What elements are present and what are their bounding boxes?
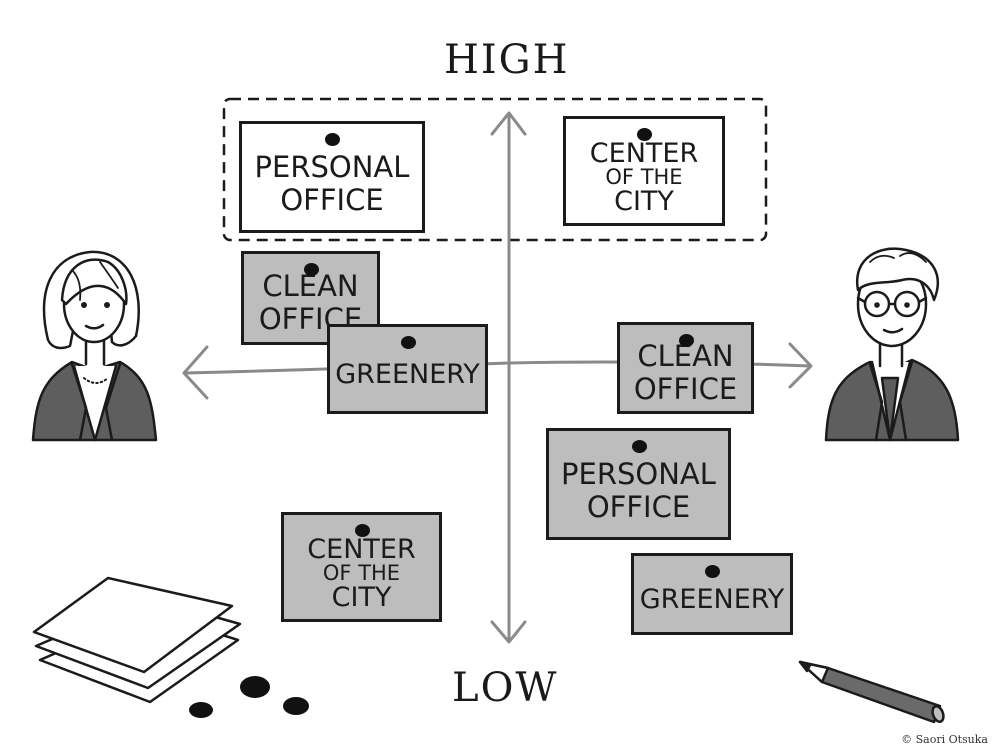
note-line: CENTER — [307, 533, 416, 565]
note-line: OF THE — [605, 164, 683, 189]
axis-label-low: LOW — [452, 665, 559, 711]
note-line: PERSONAL — [561, 457, 716, 492]
note-line: OFFICE — [586, 490, 691, 524]
note-center-of-city-top: CENTER OF THE CITY — [563, 116, 725, 226]
note-personal-office-left: PERSONAL OFFICE — [239, 121, 425, 233]
note-clean-office-left: CLEAN OFFICE — [241, 251, 380, 345]
note-line: OFFICE — [280, 183, 384, 217]
dashed-highlight-box — [222, 97, 768, 242]
note-line: CITY — [331, 581, 392, 613]
axis-arrow-up — [490, 111, 527, 136]
pushpin-icon — [705, 565, 720, 578]
axis-label-high: HIGH — [444, 37, 570, 83]
pushpin-icon — [303, 263, 319, 276]
note-personal-office-right: PERSONAL OFFICE — [546, 428, 731, 540]
pushpin-icon — [637, 128, 652, 141]
axis-arrow-down — [490, 620, 527, 644]
ink-dot-icon — [189, 676, 309, 718]
paper-stack-icon — [32, 576, 242, 704]
pushpin-icon — [631, 440, 647, 453]
pushpin-icon — [400, 336, 416, 349]
note-clean-office-right: CLEAN OFFICE — [617, 322, 754, 414]
note-line: GREENERY — [335, 358, 480, 390]
note-line: CITY — [614, 185, 674, 217]
note-line: CENTER — [589, 137, 699, 169]
note-greenery-left: GREENERY — [327, 324, 488, 414]
note-center-of-city-low: CENTER OF THE CITY — [281, 512, 442, 622]
pencil-icon — [798, 660, 945, 724]
copyright-credit: © Saori Otsuka — [901, 733, 988, 746]
axis-arrow-left — [182, 345, 209, 400]
note-line: GREENERY — [639, 583, 785, 615]
note-line: PERSONAL — [254, 150, 410, 185]
pushpin-icon — [325, 133, 340, 146]
note-line: OFFICE — [633, 372, 738, 406]
note-greenery-right: GREENERY — [631, 553, 793, 635]
woman-figure-icon — [31, 250, 158, 442]
axis-arrow-right — [788, 342, 813, 389]
pushpin-icon — [354, 524, 370, 537]
pushpin-icon — [678, 334, 694, 347]
man-figure-icon — [824, 247, 960, 442]
note-line: OF THE — [322, 560, 401, 585]
